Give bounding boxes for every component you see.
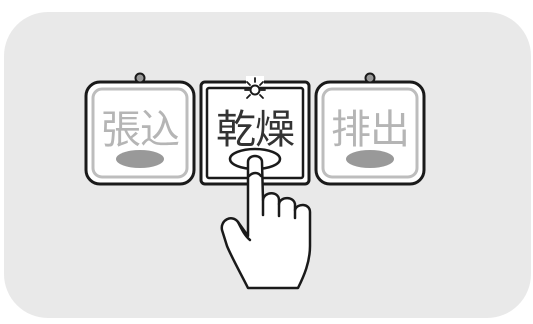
haishutsu-button-label: 排出 <box>331 107 410 153</box>
haishutsu-led-icon <box>364 72 376 84</box>
hand-pointer-icon <box>220 154 312 290</box>
kansou-led-lit-icon <box>244 76 266 99</box>
hariko-button[interactable]: 張込 <box>84 80 196 186</box>
hariko-led-icon <box>134 72 146 84</box>
kansou-button-label: 乾燥 <box>216 107 295 153</box>
haishutsu-button[interactable]: 排出 <box>314 80 426 186</box>
kansou-button[interactable]: 乾燥 <box>199 80 311 186</box>
hariko-button-label: 張込 <box>101 107 180 153</box>
